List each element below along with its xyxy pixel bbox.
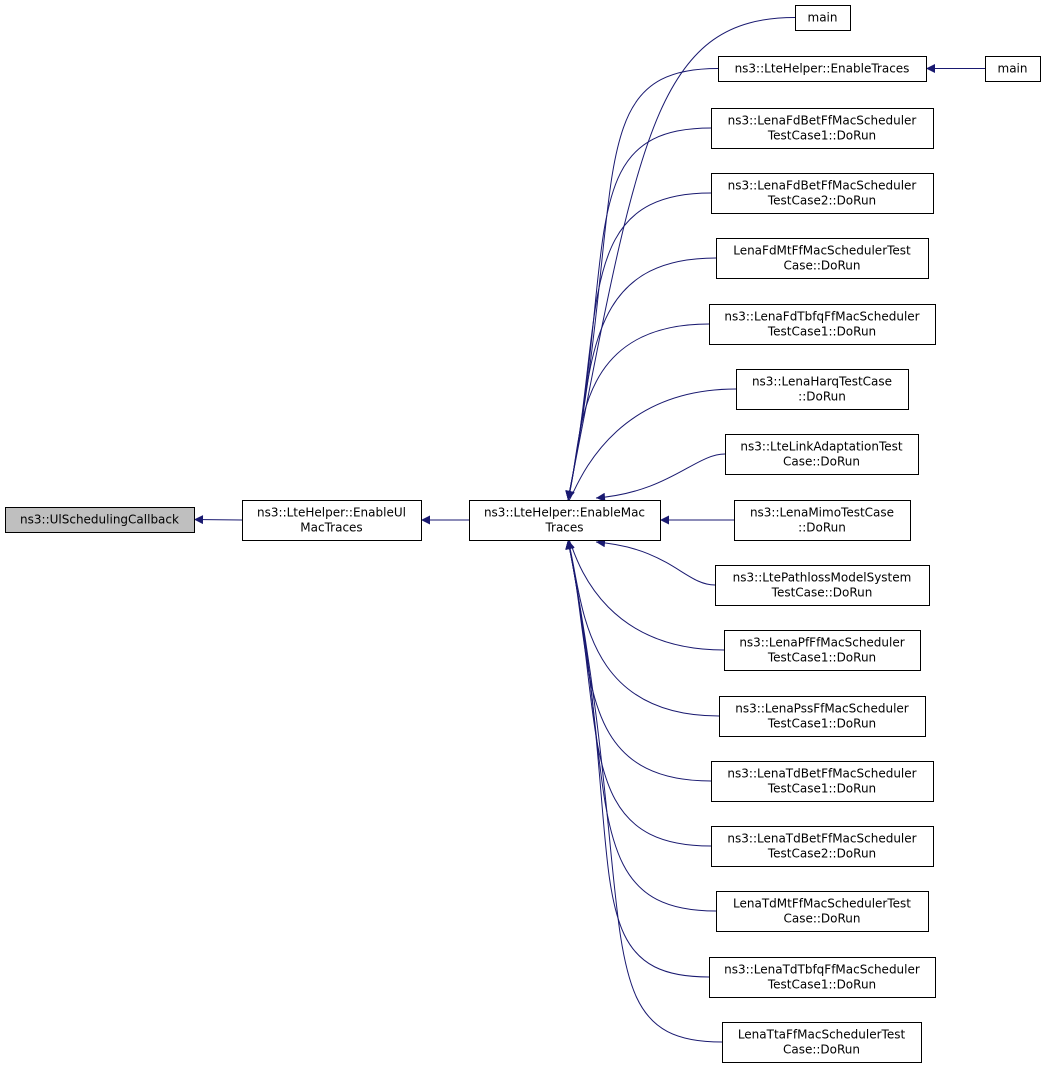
node-box xyxy=(711,173,934,214)
node-box xyxy=(724,630,921,671)
node-fdtbfq[interactable]: ns3::LenaFdTbfqFfMacSchedulerTestCase1::… xyxy=(709,304,936,345)
node-label-line: ns3::LteHelper::EnableTraces xyxy=(735,62,910,76)
node-box xyxy=(734,500,911,541)
node-mimo[interactable]: ns3::LenaMimoTestCase::DoRun xyxy=(734,500,911,541)
node-label-line: ns3::LteHelper::EnableUl xyxy=(257,506,406,520)
node-label-line: ns3::LenaFdBetFfMacScheduler xyxy=(728,179,917,193)
node-label-line: Case::DoRun xyxy=(783,912,860,926)
node-box xyxy=(469,500,661,541)
edge-pss-to-enablemac xyxy=(566,539,720,717)
node-box xyxy=(242,500,422,541)
node-label-line: ns3::UlSchedulingCallback xyxy=(20,513,179,527)
edge-fdbet2-to-enablemac xyxy=(565,192,712,501)
node-label-line: TestCase1::DoRun xyxy=(767,651,876,665)
edge-fdbet1-to-enablemac xyxy=(565,127,712,501)
node-label-line: ns3::LtePathlossModelSystem xyxy=(733,571,912,585)
node-box xyxy=(711,826,934,867)
node-label-line: ns3::LenaFdBetFfMacScheduler xyxy=(728,114,917,128)
node-label-line: ns3::LenaPssFfMacScheduler xyxy=(735,702,908,716)
node-pathloss[interactable]: ns3::LtePathlossModelSystemTestCase::DoR… xyxy=(715,565,930,606)
node-label-line: TestCase2::DoRun xyxy=(767,847,876,861)
node-label-line: Case::DoRun xyxy=(783,455,860,469)
nodes-layer: ns3::UlSchedulingCallback ns3::LteHelper:… xyxy=(5,5,1041,1063)
node-enabletraces[interactable]: ns3::LteHelper::EnableTraces xyxy=(718,56,927,82)
edge-tdbet2-to-enablemac xyxy=(565,539,712,847)
node-label-line: TestCase1::DoRun xyxy=(767,978,876,992)
node-label-line: Traces xyxy=(544,521,583,535)
node-label-line: ns3::LenaTdBetFfMacScheduler xyxy=(727,832,916,846)
node-label-line: ns3::LenaTdTbfqFfMacScheduler xyxy=(724,963,920,977)
node-box xyxy=(709,957,936,998)
node-box xyxy=(736,369,909,410)
edge-pathloss-to-enablemac xyxy=(595,538,716,586)
node-label-line: LenaFdMtFfMacSchedulerTest xyxy=(733,244,911,258)
node-box xyxy=(716,238,929,279)
node-box xyxy=(719,696,926,737)
node-box xyxy=(795,5,851,31)
node-label-line: TestCase1::DoRun xyxy=(767,129,876,143)
node-tdbet1[interactable]: ns3::LenaTdBetFfMacSchedulerTestCase1::D… xyxy=(711,761,934,802)
node-label-line: main xyxy=(808,11,838,25)
node-label-line: TestCase1::DoRun xyxy=(767,717,876,731)
edge-linkadapt-to-enablemac xyxy=(595,453,726,502)
node-box xyxy=(725,434,919,475)
node-box xyxy=(5,507,195,533)
node-box xyxy=(985,56,1041,82)
node-fdbet1[interactable]: ns3::LenaFdBetFfMacSchedulerTestCase1::D… xyxy=(711,108,934,149)
node-tdtbfq[interactable]: ns3::LenaTdTbfqFfMacSchedulerTestCase1::… xyxy=(709,957,936,998)
edge-fdmt-to-enablemac xyxy=(565,257,717,501)
node-ulsched[interactable]: ns3::UlSchedulingCallback xyxy=(5,507,195,533)
node-label-line: Case::DoRun xyxy=(783,259,860,273)
edge-main1-to-enablemac xyxy=(565,17,796,501)
node-tdbet2[interactable]: ns3::LenaTdBetFfMacSchedulerTestCase2::D… xyxy=(711,826,934,867)
node-box xyxy=(711,108,934,149)
node-label-line: LenaTtaFfMacSchedulerTest xyxy=(738,1028,906,1042)
node-label-line: main xyxy=(998,62,1028,76)
node-fdbet2[interactable]: ns3::LenaFdBetFfMacSchedulerTestCase2::D… xyxy=(711,173,934,214)
node-label-line: ::DoRun xyxy=(798,521,846,535)
edge-tta-to-enablemac xyxy=(565,539,723,1043)
node-label-line: ns3::LenaHarqTestCase xyxy=(752,375,892,389)
node-label-line: ns3::LenaMimoTestCase xyxy=(750,506,894,520)
edge-enableul-to-ulsched xyxy=(193,515,243,525)
node-main2[interactable]: main xyxy=(985,56,1041,82)
node-label-line: TestCase::DoRun xyxy=(771,586,873,600)
node-label-line: TestCase1::DoRun xyxy=(767,782,876,796)
node-pf[interactable]: ns3::LenaPfFfMacSchedulerTestCase1::DoRu… xyxy=(724,630,921,671)
node-label-line: ns3::LenaTdBetFfMacScheduler xyxy=(727,767,916,781)
node-box xyxy=(718,56,927,82)
node-pss[interactable]: ns3::LenaPssFfMacSchedulerTestCase1::DoR… xyxy=(719,696,926,737)
edge-enabletraces-to-enablemac xyxy=(565,68,719,501)
edges-layer xyxy=(193,17,985,1043)
edge-pf-to-enablemac xyxy=(566,530,725,651)
node-label-line: ns3::LenaFdTbfqFfMacScheduler xyxy=(724,310,919,324)
node-label-line: TestCase1::DoRun xyxy=(767,325,876,339)
edge-harq-to-enablemac xyxy=(567,388,737,511)
node-label-line: ns3::LteHelper::EnableMac xyxy=(484,506,645,520)
edge-fdtbfq-to-enablemac xyxy=(566,323,710,501)
node-box xyxy=(722,1022,922,1063)
node-label-line: ::DoRun xyxy=(798,390,846,404)
node-label-line: Case::DoRun xyxy=(783,1043,860,1057)
node-main1[interactable]: main xyxy=(795,5,851,31)
node-harq[interactable]: ns3::LenaHarqTestCase::DoRun xyxy=(736,369,909,410)
edge-tdmt-to-enablemac xyxy=(565,539,717,912)
node-label-line: ns3::LenaPfFfMacScheduler xyxy=(739,636,904,650)
node-label-line: TestCase2::DoRun xyxy=(767,194,876,208)
node-label-line: MacTraces xyxy=(300,521,362,535)
node-box xyxy=(715,565,930,606)
node-box xyxy=(711,761,934,802)
node-label-line: LenaTdMtFfMacSchedulerTest xyxy=(733,897,911,911)
node-label-line: ns3::LteLinkAdaptationTest xyxy=(740,440,902,454)
node-box xyxy=(716,891,929,932)
edge-tdtbfq-to-enablemac xyxy=(565,539,710,978)
node-box xyxy=(709,304,936,345)
